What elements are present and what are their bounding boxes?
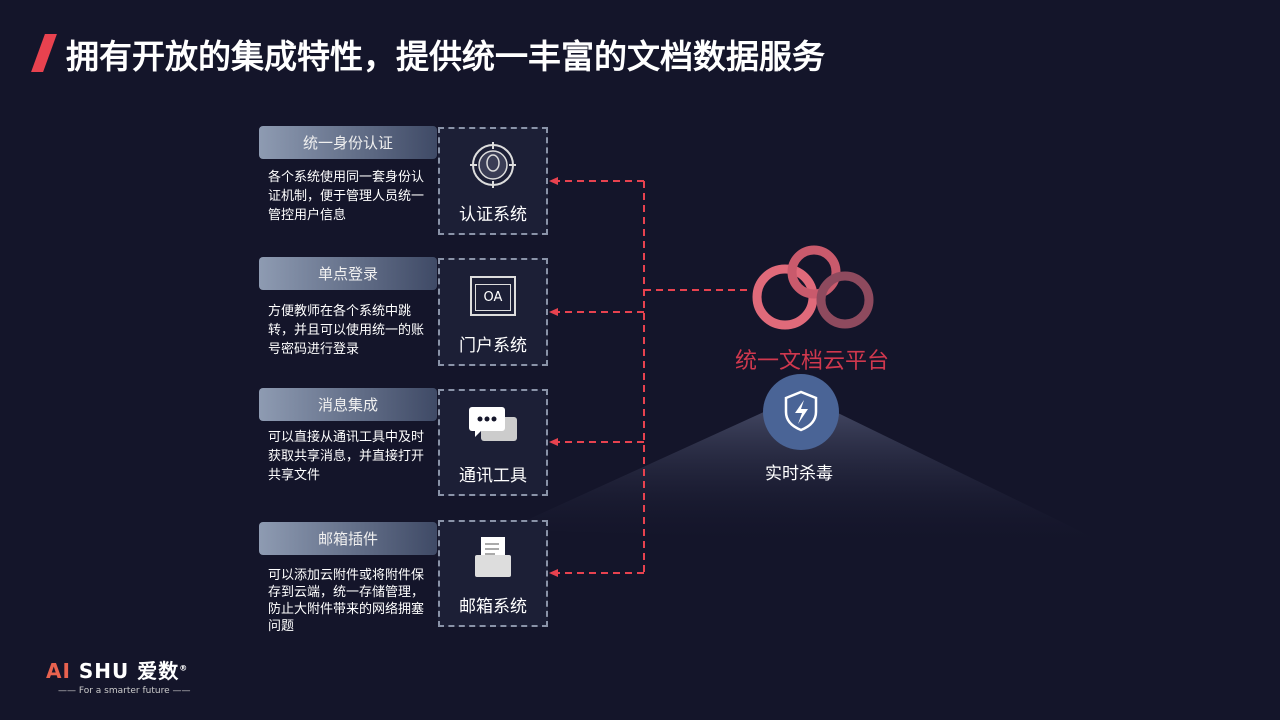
mail-doc-icon xyxy=(471,522,515,592)
feature-label: 消息集成 xyxy=(259,388,437,421)
light-beam xyxy=(505,395,1115,548)
system-name: 认证系统 xyxy=(459,205,527,225)
aishu-logo: AI SHU 爱数® —— For a smarter future —— xyxy=(46,659,191,696)
feature-desc: 可以添加云附件或将附件保存到云端，统一存储管理，防止大附件带来的网络拥塞问题 xyxy=(268,568,425,634)
feature-label: 单点登录 xyxy=(259,257,437,290)
system-card[interactable]: 认证系统 xyxy=(438,127,548,235)
system-card[interactable]: OA 门户系统 xyxy=(438,258,548,366)
oa-window-icon: OA xyxy=(470,260,516,331)
user-target-icon xyxy=(468,129,518,200)
system-name: 通讯工具 xyxy=(459,466,527,486)
feature-desc: 各个系统使用同一套身份认证机制，便于管理人员统一管控用户信息 xyxy=(268,170,425,223)
cloud-logo-icon xyxy=(752,245,874,330)
system-name: 门户系统 xyxy=(459,336,527,356)
system-card[interactable]: 通讯工具 xyxy=(438,389,548,496)
system-name: 邮箱系统 xyxy=(459,597,527,617)
shield-icon xyxy=(784,390,818,432)
chat-icon xyxy=(467,391,519,461)
feature-desc: 可以直接从通讯工具中及时获取共享消息，并直接打开共享文件 xyxy=(268,430,425,483)
feature-label: 统一身份认证 xyxy=(259,126,437,159)
bolt-icon xyxy=(795,400,808,424)
page-title: 拥有开放的集成特性，提供统一丰富的文档数据服务 xyxy=(66,37,825,76)
system-card[interactable]: 邮箱系统 xyxy=(438,520,548,627)
feature-desc: 方便教师在各个系统中跳转，并且可以使用统一的账号密码进行登录 xyxy=(268,304,425,357)
platform-name: 统一文档云平台 xyxy=(735,349,890,374)
antivirus-label: 实时杀毒 xyxy=(765,464,833,484)
feature-label: 邮箱插件 xyxy=(259,522,437,555)
